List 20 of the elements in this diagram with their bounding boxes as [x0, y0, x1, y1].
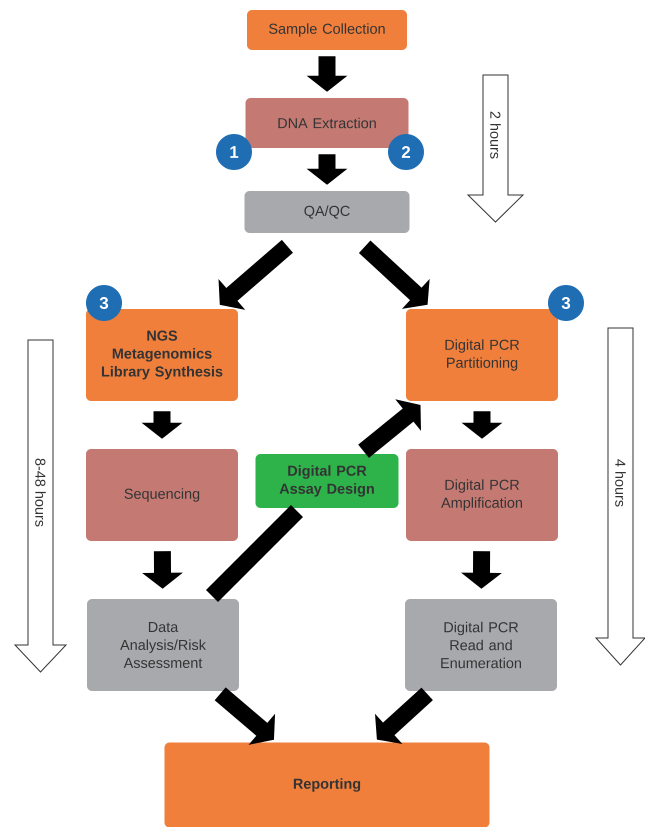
process-box: NGS Metagenomics Library Synthesis — [86, 309, 238, 401]
block-arrow — [375, 688, 433, 744]
number-badge: 2 — [388, 134, 424, 170]
duration-label: 4 hours — [615, 459, 626, 507]
process-box: Digital PCR Read and Enumeration — [405, 599, 557, 691]
duration-label: 8-48 hours — [35, 458, 46, 526]
process-box: Digital PCR Amplification — [406, 449, 558, 541]
duration-label: 2 hours — [490, 112, 501, 159]
process-box: Reporting — [164, 742, 490, 827]
block-arrow — [218, 240, 293, 310]
process-box: Sample Collection — [247, 10, 407, 50]
number-badge: 3 — [548, 285, 584, 321]
number-badge: 3 — [86, 285, 122, 321]
process-box: Digital PCR Assay Design — [256, 454, 398, 508]
block-arrow — [358, 399, 421, 458]
process-box: Sequencing — [86, 449, 238, 541]
process-box: Data Analysis/Risk Assessment — [87, 599, 239, 691]
process-box: QA/QC — [244, 191, 410, 233]
process-box: Digital PCR Partitioning — [406, 309, 558, 401]
number-badge: 1 — [216, 134, 252, 170]
